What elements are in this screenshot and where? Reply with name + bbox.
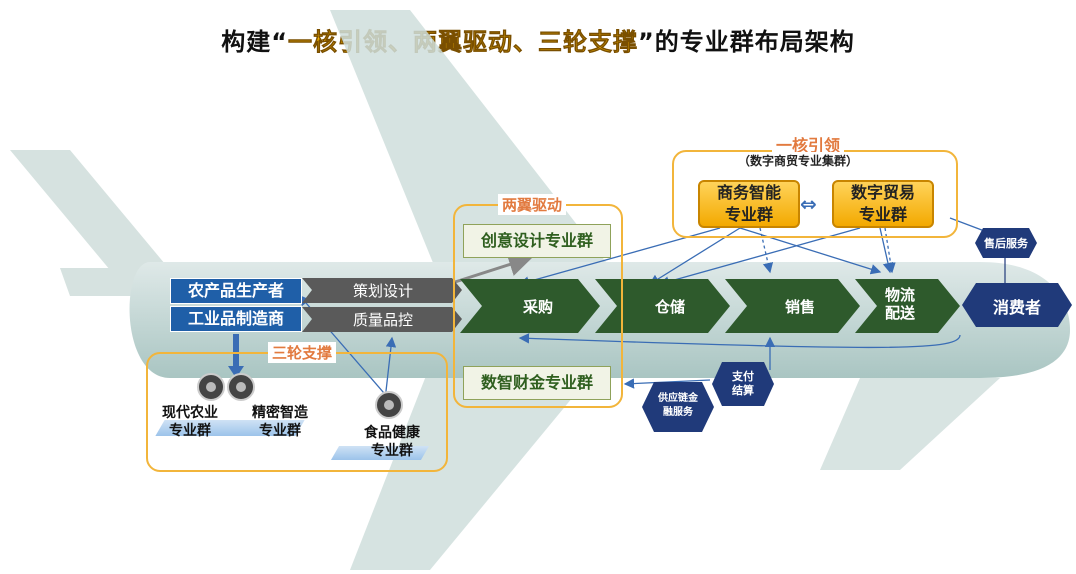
chain-node-sales: 销售 [784, 298, 815, 316]
wheel-group-agriculture: 现代农业 专业群 [162, 405, 218, 439]
supply-chain-chevrons [460, 279, 960, 333]
chain-node-storage: 仓储 [654, 298, 685, 316]
gear-icon-pair [197, 373, 255, 401]
gear-icon [375, 391, 403, 419]
consumer-label: 消费者 [992, 298, 1041, 317]
core-group-trade: 数字贸易 专业群 [832, 180, 934, 228]
right-lower-wing [820, 378, 1000, 470]
scf-hexagon [642, 382, 714, 432]
core-subtitle: （数字商贸专业集群） [738, 152, 859, 169]
wing-bottom-finance: 数智财金专业群 [463, 366, 611, 400]
tail-fin [10, 150, 170, 270]
step-quality: 质量品控 [352, 311, 413, 329]
wing-top-creative: 创意设计专业群 [463, 224, 611, 258]
title-suffix: ”的专业群布局架构 [638, 28, 855, 56]
producer-box-agri: 农产品生产者 [170, 278, 302, 304]
chain-node-purchase: 采购 [522, 298, 553, 316]
after-sales-hexagon [975, 228, 1037, 258]
wheel-group-food: 食品健康 专业群 [364, 425, 420, 459]
title-prefix: 构建“ [221, 28, 288, 56]
design-chevrons [302, 278, 462, 332]
chain-node-logistics: 物流 配送 [884, 286, 915, 322]
producer-box-industry: 工业品制造商 [170, 306, 302, 332]
wheels-title: 三轮支撑 [268, 342, 337, 363]
wings-title: 两翼驱动 [498, 194, 567, 215]
consumer-hexagon [962, 283, 1072, 327]
core-group-bi: 商务智能 专业群 [698, 180, 800, 228]
payment-hexagon [712, 362, 774, 406]
after-sales-label: 售后服务 [984, 237, 1028, 250]
step-design: 策划设计 [352, 282, 413, 300]
double-arrow-icon: ⇔ [800, 192, 817, 216]
wheel-group-manufacturing: 精密智造 专业群 [252, 405, 308, 439]
payment-label: 支付 结算 [732, 370, 754, 397]
scf-label: 供应链金 融服务 [658, 393, 698, 418]
